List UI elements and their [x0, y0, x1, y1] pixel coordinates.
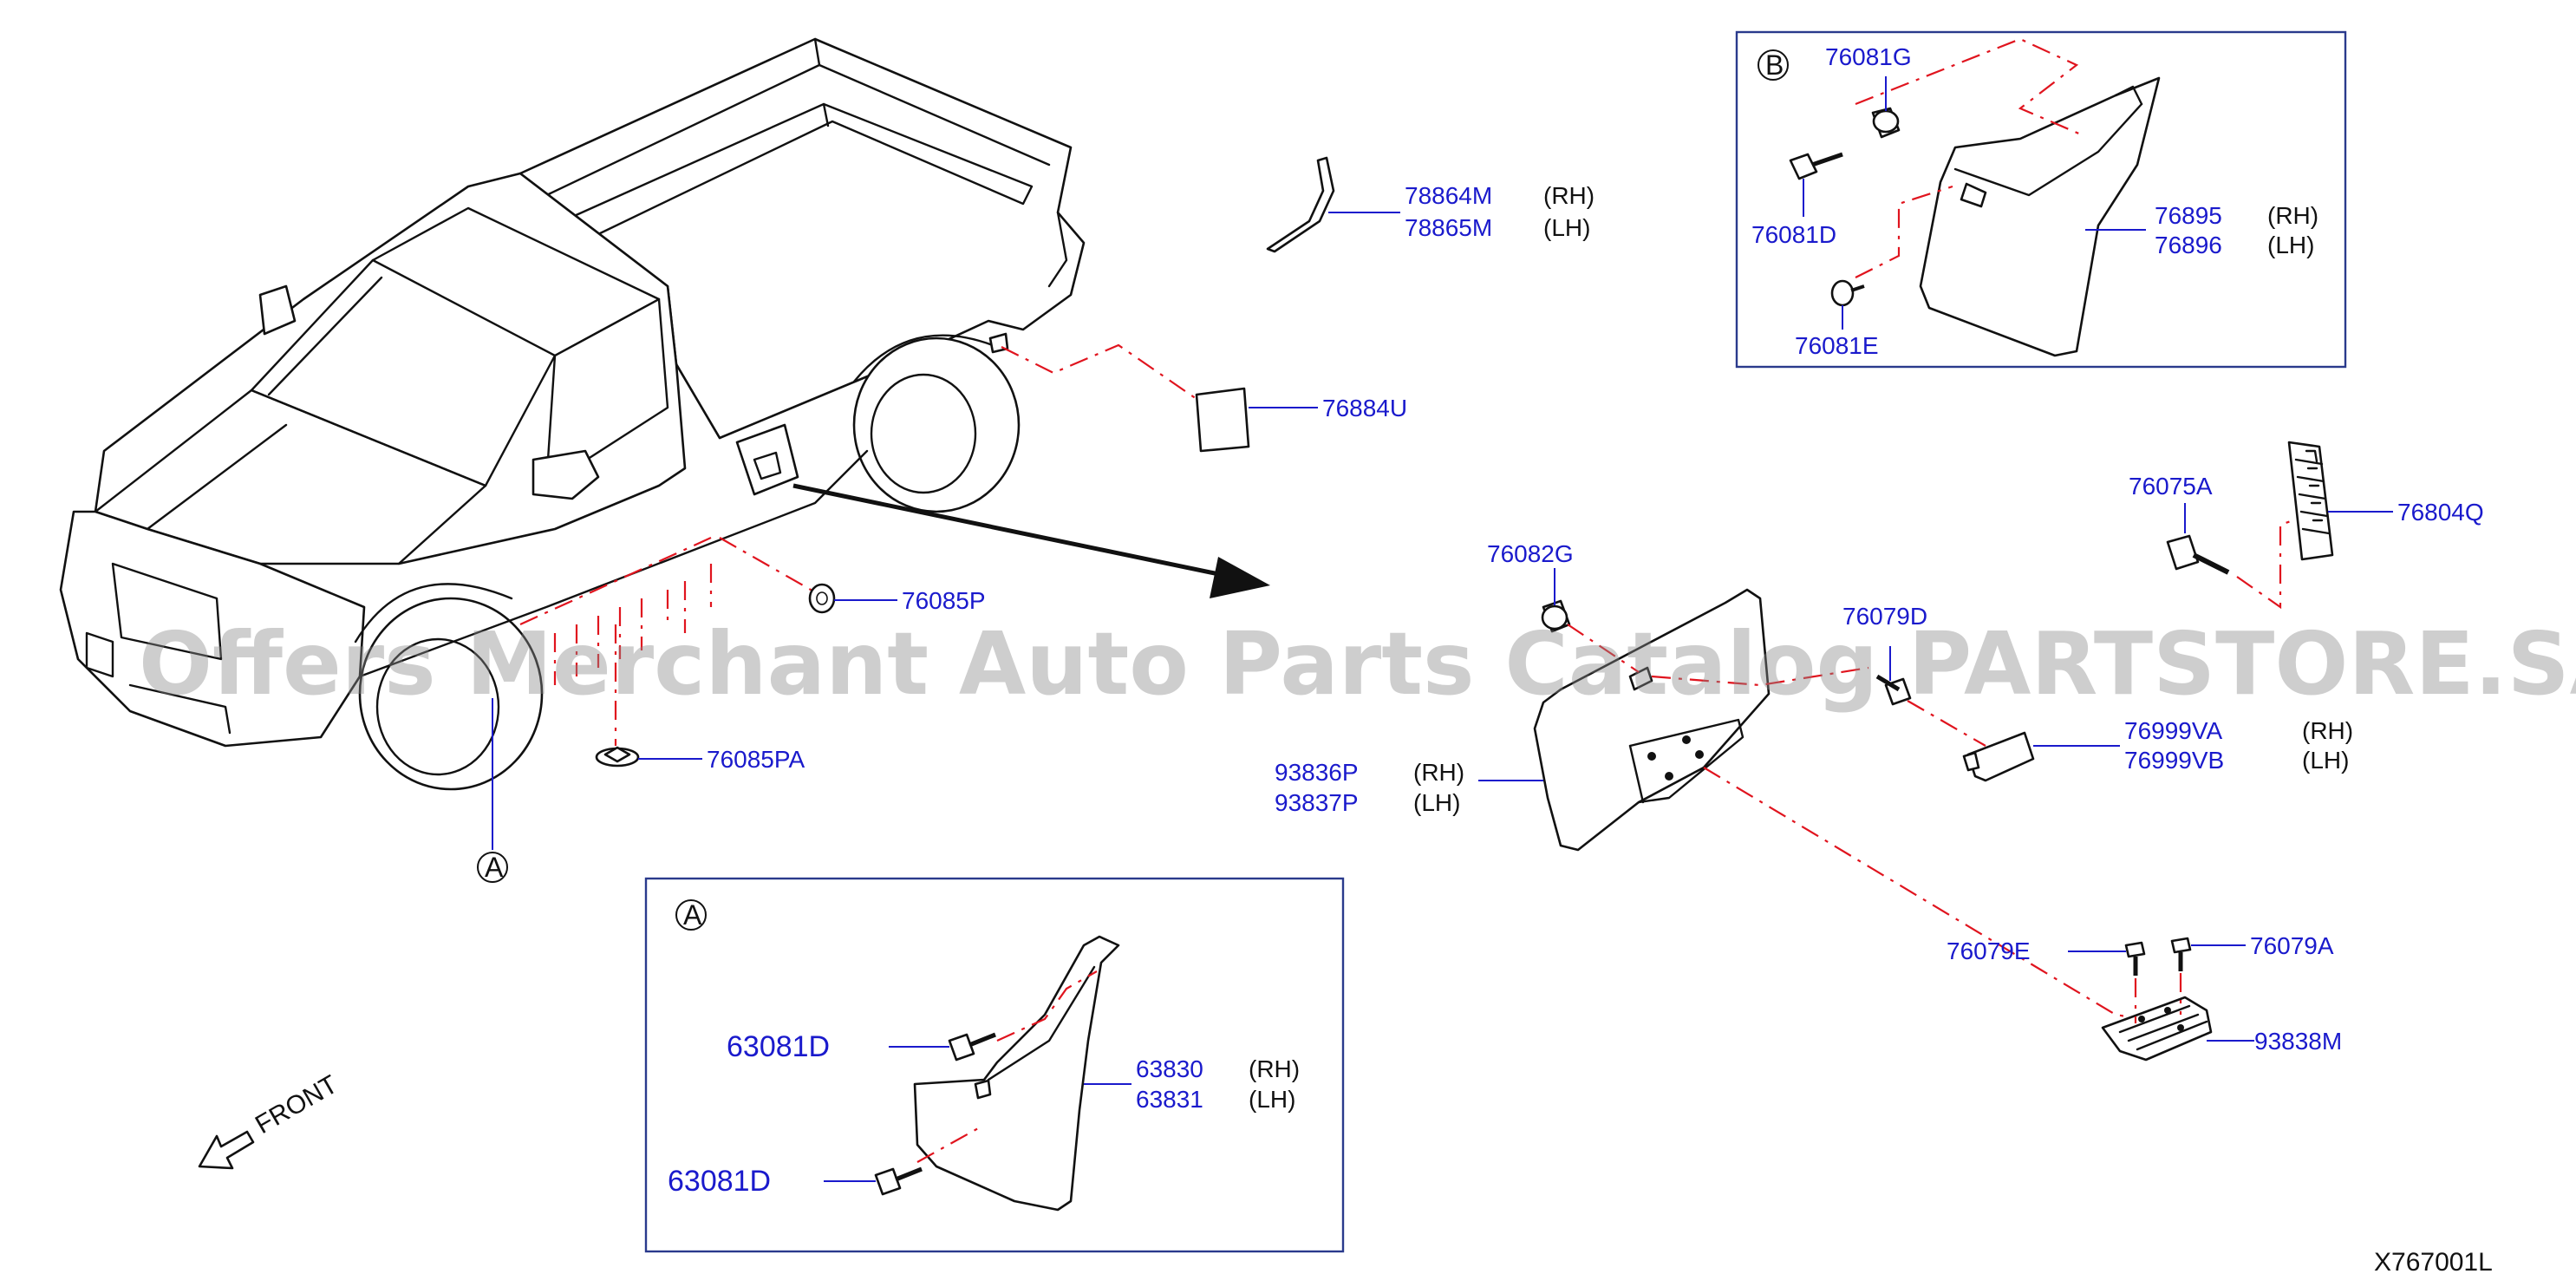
bolt-76079D	[1875, 646, 1912, 706]
label-76085P: 76085P	[902, 587, 986, 614]
bolt-76075A	[2166, 503, 2230, 575]
label-78865M: 78865M	[1405, 214, 1492, 241]
detail-box-a	[644, 877, 1345, 1253]
watermark: Offers Merchant Auto Parts Catalog PARTS…	[139, 613, 2576, 715]
label-93838M: 93838M	[2254, 1028, 2342, 1055]
label-76079E: 76079E	[1947, 937, 2031, 964]
front-label: FRONT	[251, 1070, 342, 1140]
side-76896: (LH)	[2267, 232, 2314, 258]
clip-76085P	[808, 583, 897, 614]
side-93836P: (RH)	[1413, 759, 1464, 786]
ref-marker-a-box: A	[675, 899, 707, 931]
label-76081G: 76081G	[1825, 43, 1912, 70]
svg-text:B: B	[1765, 49, 1784, 81]
label-76895: 76895	[2155, 202, 2222, 229]
label-76999VB: 76999VB	[2124, 747, 2224, 774]
bracket-93838M	[2101, 996, 2254, 1062]
detail-arrow	[792, 483, 1270, 598]
side-93837P: (LH)	[1413, 789, 1460, 816]
label-76999VA: 76999VA	[2124, 717, 2222, 744]
seal-76999VA	[1962, 731, 2120, 782]
ref-marker-a: A	[477, 852, 508, 883]
trim-78864M	[1266, 156, 1400, 253]
side-78864M: (RH)	[1543, 182, 1595, 209]
clip-76082G	[1541, 568, 1571, 633]
label-76079A: 76079A	[2250, 932, 2334, 959]
label-76804Q: 76804Q	[2397, 499, 2484, 526]
label-76081E: 76081E	[1795, 332, 1879, 359]
ref-marker-b: B	[1758, 49, 1789, 81]
front-arrow-icon	[198, 1130, 255, 1170]
side-63831: (LH)	[1249, 1086, 1295, 1113]
bolt-76081D	[1789, 152, 1843, 217]
bolt-63081D-top	[889, 1032, 996, 1062]
figure-code: X767001L	[2374, 1248, 2493, 1277]
patch-76884U	[1195, 387, 1318, 453]
label-63081D-top: 63081D	[727, 1030, 830, 1063]
clip-76081G	[1871, 76, 1901, 139]
bolt-76079A	[2170, 937, 2246, 971]
truck-illustration	[59, 37, 1086, 791]
side-76999VA: (RH)	[2302, 717, 2353, 744]
clip-76085PA	[595, 746, 702, 768]
label-63830: 63830	[1136, 1055, 1203, 1082]
vent-76804Q	[2287, 441, 2393, 561]
side-63830: (RH)	[1249, 1055, 1300, 1082]
side-76999VB: (LH)	[2302, 747, 2349, 774]
mudguard-63830	[913, 935, 1131, 1212]
label-76075A: 76075A	[2129, 473, 2213, 500]
label-76081D: 76081D	[1751, 221, 1836, 248]
label-63831: 63831	[1136, 1086, 1203, 1113]
label-76884U: 76884U	[1322, 395, 1407, 421]
label-76085PA: 76085PA	[707, 746, 805, 773]
label-93836P: 93836P	[1275, 759, 1359, 786]
clip-76081E	[1830, 279, 1865, 330]
side-76895: (RH)	[2267, 202, 2318, 229]
label-93837P: 93837P	[1275, 789, 1359, 816]
side-78865M: (LH)	[1543, 214, 1590, 241]
detail-box-b	[1735, 30, 2347, 369]
svg-text:A: A	[485, 852, 504, 883]
bolt-76079E	[2068, 941, 2146, 976]
label-63081D-bottom: 63081D	[668, 1165, 771, 1198]
svg-text:A: A	[683, 899, 702, 931]
mudguard-76895	[1919, 76, 2161, 357]
label-76082G: 76082G	[1487, 540, 1574, 567]
label-76896: 76896	[2155, 232, 2222, 258]
label-76079D: 76079D	[1842, 603, 1927, 630]
label-78864M: 78864M	[1405, 182, 1492, 209]
bolt-63081D-bottom	[824, 1166, 923, 1196]
